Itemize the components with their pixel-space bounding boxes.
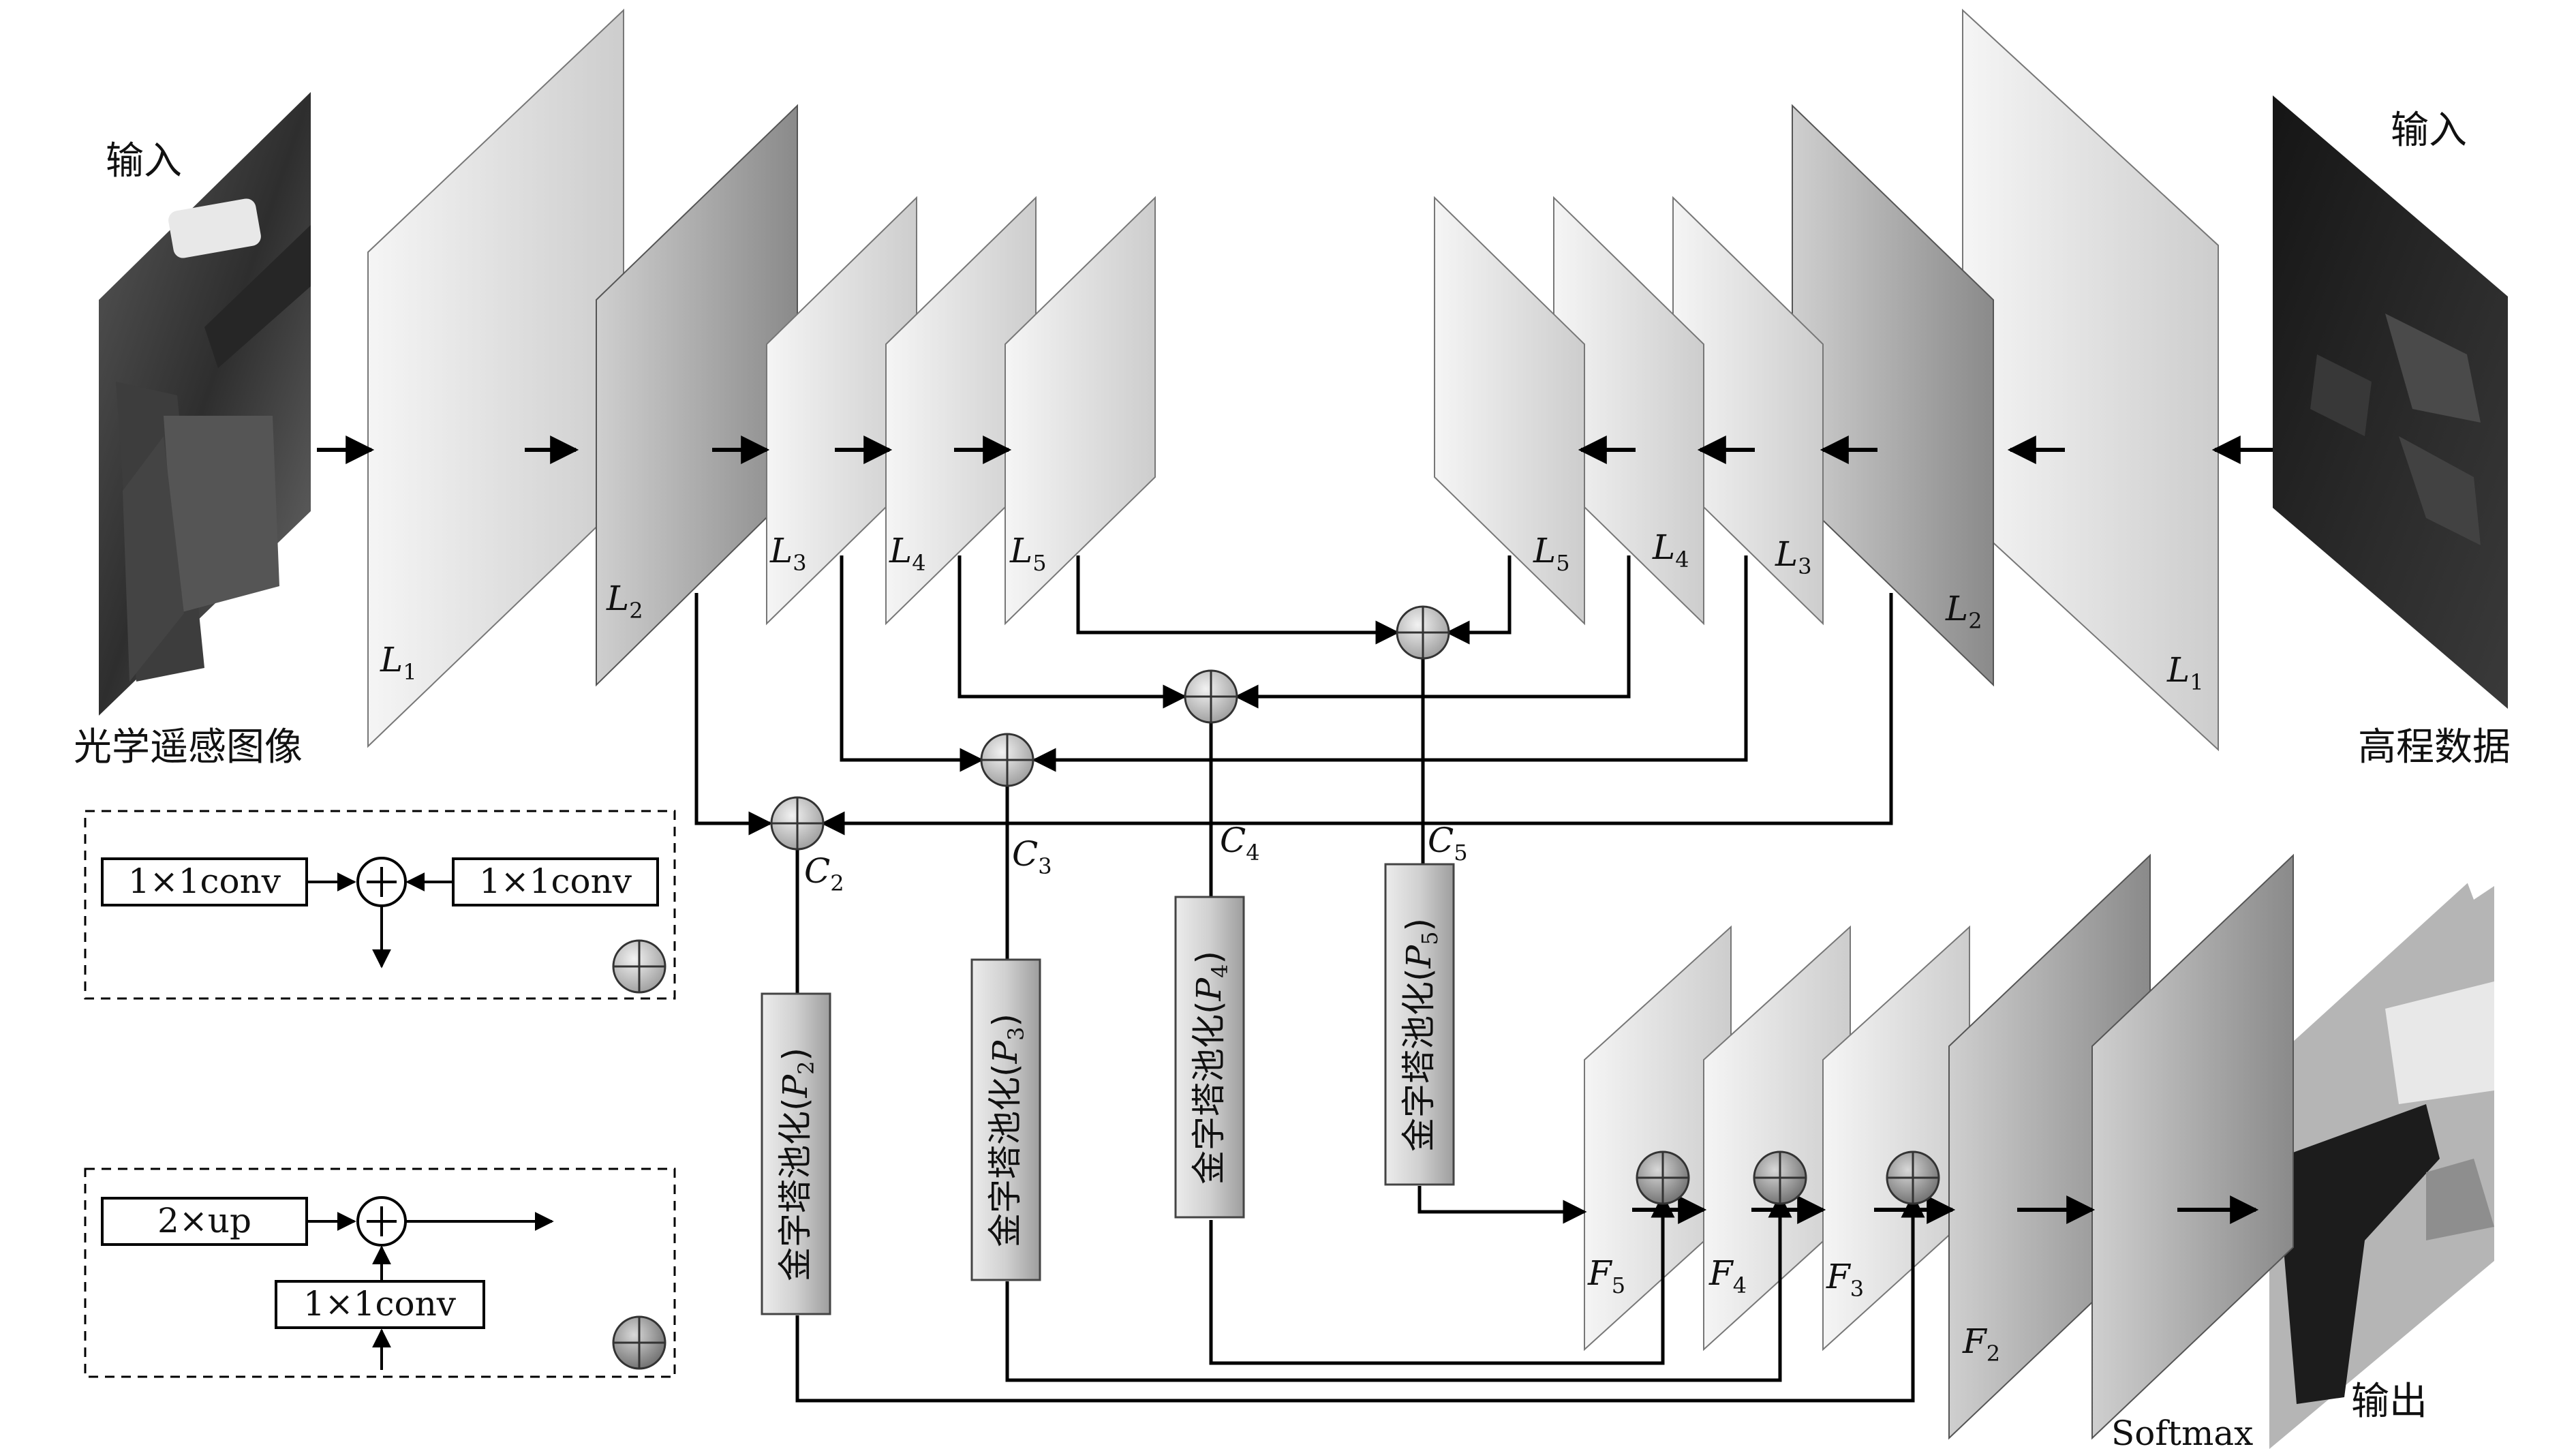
legend1-left-label: 1×1conv [128, 861, 281, 901]
left-L3-label: L3 [769, 531, 807, 576]
pooling-bars: 金字塔池化(P2) 金字塔池化(P3) 金字塔池化(P4) 金字塔池化(P5) [761, 863, 1455, 1315]
left-L1-plane [367, 8, 624, 748]
input-right-label: 输入 [2391, 108, 2467, 153]
right-L1-label: L1 [2166, 650, 2204, 695]
optical-caption: 光学遥感图像 [74, 725, 303, 769]
layer-labels: L1 L2 L3 L4 L5 L5 L4 L3 L2 L1 [380, 528, 2204, 695]
right-encoder [1434, 8, 2219, 752]
right-L4-label: L4 [1652, 528, 1689, 573]
pooling-bar-p4: 金字塔池化(P4) [1174, 896, 1245, 1219]
output-label: 输出 [2351, 1379, 2427, 1424]
sum-circle-c5 [1396, 605, 1450, 660]
legend2-bottom-label: 1×1conv [303, 1284, 457, 1324]
legend-top-down-fusion: 2×up 1×1conv [84, 1168, 676, 1378]
pooling-bar-p3: 金字塔池化(P3) [970, 958, 1041, 1281]
right-L5-label: L5 [1533, 531, 1570, 576]
legend-lateral-fusion: 1×1conv 1×1conv [84, 810, 676, 1000]
F4-label: F4 [1708, 1253, 1747, 1298]
sum-circle-c3 [980, 733, 1034, 787]
left-L1-label: L1 [380, 640, 417, 685]
sum-circle-f4 [1753, 1150, 1807, 1205]
left-L2-label: L2 [606, 579, 643, 624]
C3-label: C3 [1012, 834, 1052, 879]
svg-text:金字塔池化(P4): 金字塔池化(P4) [1189, 951, 1233, 1185]
left-L4-label: L4 [889, 531, 926, 576]
right-L5-plane [1434, 196, 1585, 626]
softmax-label: Softmax [2111, 1414, 2253, 1449]
pooling-bar-p2: 金字塔池化(P2) [761, 992, 831, 1315]
legend1-left-box [101, 857, 308, 906]
elevation-image [2273, 95, 2508, 709]
right-L2-label: L2 [1945, 589, 1982, 634]
right-L3-label: L3 [1775, 534, 1812, 579]
concat-labels: C2 C3 C4 C5 [804, 821, 1468, 896]
sum-circle-f5 [1636, 1150, 1690, 1205]
svg-text:金字塔池化(P2): 金字塔池化(P2) [776, 1048, 819, 1281]
elevation-caption: 高程数据 [2358, 725, 2511, 769]
legend2-bottom-box [275, 1280, 485, 1329]
sum-circle-c4 [1184, 669, 1238, 724]
sum-circle-c2 [770, 796, 825, 851]
sum-circles [770, 605, 1940, 1205]
left-L5-plane [1005, 196, 1156, 626]
optical-image [99, 92, 311, 716]
fusion-lines [694, 555, 1925, 1403]
legend1-sum-icon [612, 939, 666, 994]
legend2-top-box [101, 1197, 308, 1246]
decoder [1584, 853, 2294, 1440]
right-L1-plane [1962, 8, 2219, 752]
softmax-plane [2091, 853, 2294, 1440]
left-encoder [367, 8, 1156, 748]
left-L5-label: L5 [1009, 531, 1047, 576]
legend1-right-label: 1×1conv [479, 861, 632, 901]
svg-text:金字塔池化(P3): 金字塔池化(P3) [985, 1013, 1029, 1247]
F3-label: F3 [1826, 1257, 1864, 1302]
legend2-sum-icon [612, 1315, 666, 1370]
C5-label: C5 [1428, 821, 1468, 866]
input-left-label: 输入 [106, 139, 182, 183]
sum-circle-f3 [1886, 1150, 1940, 1205]
image-captions: 输入 输入 光学遥感图像 高程数据 输出 Softmax [74, 108, 2511, 1449]
output-image [2269, 818, 2494, 1449]
svg-text:金字塔池化(P5): 金字塔池化(P5) [1399, 918, 1443, 1152]
legend2-top-label: 2×up [157, 1201, 251, 1240]
pooling-bar-p5: 金字塔池化(P5) [1384, 863, 1455, 1186]
F5-label: F5 [1587, 1253, 1625, 1298]
feature-labels: F5 F4 F3 F2 [1587, 1253, 2000, 1367]
C2-label: C2 [804, 851, 844, 896]
C4-label: C4 [1220, 821, 1260, 866]
F2-label: F2 [1962, 1322, 2000, 1367]
